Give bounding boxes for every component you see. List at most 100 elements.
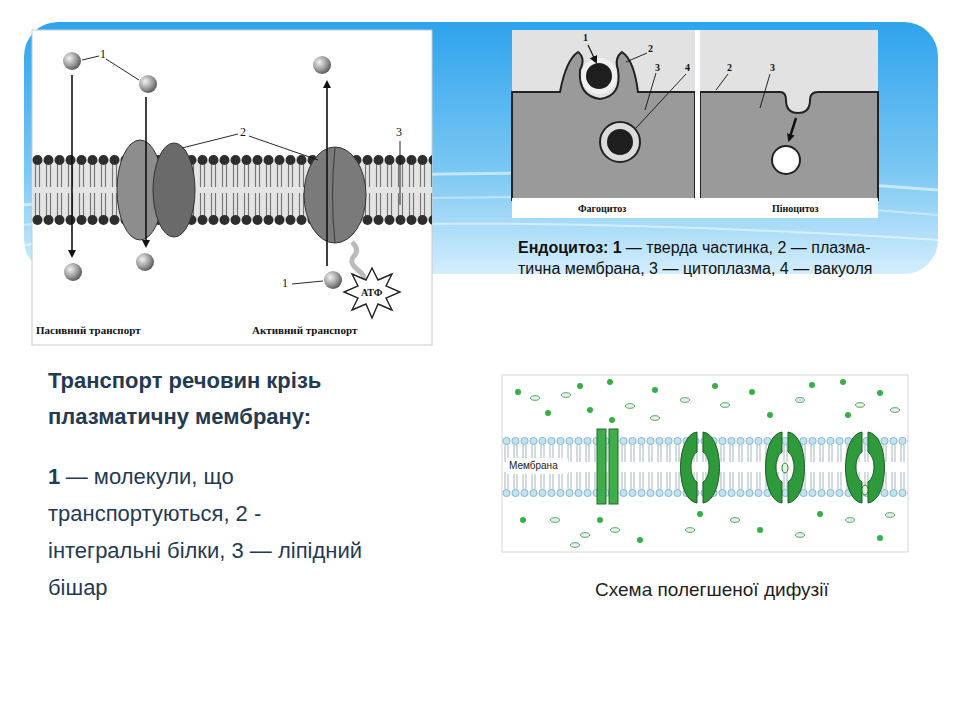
membrane-transport-figure-part (249, 136, 318, 160)
facilitated-diffusion-figure-part (609, 429, 618, 504)
facilitated-diffusion-figure-part (515, 379, 883, 543)
facilitated-diffusion-figure-part-part (731, 518, 740, 523)
endocytosis-figure-part (512, 198, 878, 218)
facilitated-diffusion-figure-part-part (877, 535, 883, 541)
endocytosis-figure-part (772, 146, 800, 174)
endocytosis-figure-part (600, 122, 640, 162)
membrane-transport-figure-part (182, 134, 238, 148)
membrane-transport-figure-part (32, 154, 432, 226)
endocytosis-figure-part (512, 30, 695, 200)
membrane-transport-figure-part (63, 52, 81, 70)
facilitated-diffusion-figure-part-part (562, 393, 571, 398)
membrane-transport-figure-part (82, 56, 99, 60)
body-text-part: 1 (48, 464, 60, 489)
facilitated-diffusion-figure-part (531, 393, 900, 548)
callout-number: 3 (655, 62, 660, 73)
facilitated-diffusion-figure-part-part (515, 389, 521, 395)
figure-caption: Активний транспорт (252, 324, 357, 336)
figure-caption: Піноцитоз (772, 203, 819, 214)
facilitated-diffusion-figure-part-part (845, 412, 851, 418)
facilitated-diffusion-figure-part-part (749, 389, 755, 395)
facilitated-diffusion-figure-part-part (681, 398, 690, 403)
facilitated-diffusion-figure-part-part (796, 533, 805, 538)
facilitated-diffusion-figure-part-part (587, 407, 593, 413)
endocytosis-figure-part (626, 53, 647, 62)
facilitated-diffusion-figure-part-part (637, 537, 643, 543)
callout-number: 1 (583, 32, 588, 43)
facilitated-diffusion-figure-part-part (886, 513, 895, 518)
facilitated-diffusion-figure-part-part (571, 543, 580, 548)
facilitated-diffusion-figure-part-part (891, 408, 900, 413)
endocytosis-figure-part (645, 73, 656, 110)
legend-text-part: Ендоцитоз: 1 (518, 239, 622, 256)
endocytosis-figure-part (789, 118, 796, 140)
facilitated-diffusion-figure-part-part (626, 404, 635, 409)
membrane-transport-figure-part (153, 143, 195, 237)
figure-caption: Пасивний транспорт (36, 324, 141, 336)
facilitated-diffusion-figure-part-part (712, 383, 718, 389)
facilitated-diffusion-figure-part-part (877, 390, 883, 396)
figure-caption: Схема полегшеної дифузії (595, 580, 829, 601)
facilitated-diffusion-figure-part-part (697, 511, 703, 517)
callout-number: 3 (770, 62, 775, 73)
callout-number: 4 (685, 62, 690, 73)
facilitated-diffusion-figure-part (703, 432, 720, 503)
endocytosis-figure-part (607, 129, 633, 155)
facilitated-diffusion-figure-part-part (611, 528, 620, 533)
facilitated-diffusion-figure-part-part (581, 533, 590, 538)
callout-number: 1 (282, 277, 288, 290)
facilitated-diffusion-figure-part-part (817, 511, 823, 517)
facilitated-diffusion-figure-part-part (531, 396, 540, 401)
membrane-transport-figure-part (333, 148, 336, 243)
facilitated-diffusion-figure-part-part (757, 527, 763, 533)
callout-number: 1 (100, 48, 106, 61)
facilitated-diffusion-figure-part-part (577, 383, 583, 389)
facilitated-diffusion-figure-part (788, 432, 805, 503)
facilitated-diffusion-figure-part (846, 432, 863, 503)
membrane-transport-figure-part (292, 281, 323, 284)
facilitated-diffusion-figure-part-part (840, 379, 846, 385)
membrane-transport-figure-part (64, 263, 82, 281)
facilitated-diffusion-figure-part-part (846, 518, 855, 523)
callout-number: 2 (648, 43, 653, 54)
membrane-transport-figure-part (400, 141, 401, 205)
facilitated-diffusion-figure-part-part (652, 387, 658, 393)
membrane-transport-figure-part (344, 268, 400, 318)
facilitated-diffusion-figure-part-part (809, 382, 815, 388)
membrane-transport-figure-part (136, 253, 154, 271)
facilitated-diffusion-figure-part-part (607, 379, 613, 385)
callout-number: 3 (396, 126, 402, 139)
callout-number: 2 (240, 126, 246, 139)
facilitated-diffusion-figure-part (868, 432, 885, 503)
facilitated-diffusion-figure-part-part (686, 528, 695, 533)
endocytosis-figure-part (760, 74, 770, 108)
endocytosis-figure-part (700, 92, 878, 200)
endocytosis-figure-part (588, 45, 596, 62)
membrane-transport-figure-part (139, 75, 157, 93)
membrane-transport-figure-part (106, 59, 139, 80)
membrane-transport-figure-part (313, 56, 331, 74)
facilitated-diffusion-figure (502, 375, 908, 552)
membrane-transport-figure-part (304, 147, 366, 243)
facilitated-diffusion-figure-part-part (597, 517, 603, 523)
facilitated-diffusion-figure-part (502, 375, 908, 552)
figure-caption: Фагоцитоз (578, 203, 626, 214)
atp-label: АТФ (361, 287, 382, 298)
facilitated-diffusion-figure-part (506, 458, 568, 474)
facilitated-diffusion-figure-part-part (767, 412, 773, 418)
slide-heading: Транспорт речовин крізь плазматичну мемб… (48, 363, 448, 435)
endocytosis-figure (512, 30, 878, 218)
endocytosis-figure-part (581, 58, 617, 94)
callout-number: 2 (727, 62, 732, 73)
facilitated-diffusion-figure-part-part (609, 417, 615, 423)
facilitated-diffusion-figure-part-part (520, 517, 526, 523)
membrane-transport-figure-part (32, 30, 432, 345)
facilitated-diffusion-figure-part-part (856, 403, 865, 408)
facilitated-diffusion-figure-part-part (796, 398, 805, 403)
facilitated-diffusion-figure-part-part (651, 416, 660, 421)
facilitated-diffusion-figure-part (766, 432, 783, 503)
membrane-transport-figure (32, 30, 432, 345)
membrane-label: Мембрана (509, 460, 558, 471)
